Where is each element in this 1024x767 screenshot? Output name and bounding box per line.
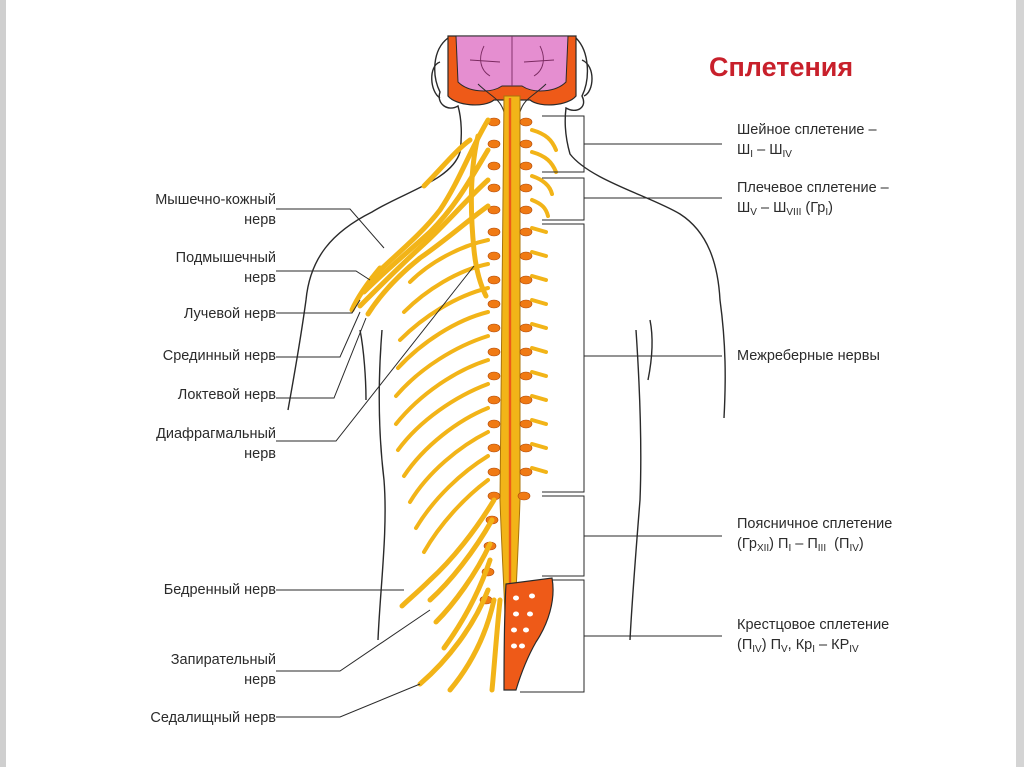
label-line: Крестцовое сплетение <box>737 615 889 635</box>
seg-letter: (П <box>737 637 752 653</box>
seg-letter: (П <box>826 536 849 552</box>
label-line: Плечевое сплетение – <box>737 178 889 198</box>
seg-sep: – <box>757 200 773 216</box>
label-line: Подмышечный <box>176 248 276 268</box>
seg-letter: Ш <box>737 200 750 216</box>
seg-sep: – П <box>791 536 818 552</box>
label-line: ШV – ШVIII (ГрI) <box>737 198 889 223</box>
label-line: нерв <box>171 670 276 690</box>
seg-letter: ) П <box>769 536 788 552</box>
seg-index: V <box>781 644 788 655</box>
label-sciatic-nerve: Седалищный нерв <box>150 708 276 728</box>
label-line: Диафрагмальный <box>156 424 276 444</box>
label-obturator-nerve: Запирательный нерв <box>171 650 276 690</box>
seg-letter: Ш <box>769 142 782 158</box>
label-phrenic-nerve: Диафрагмальный нерв <box>156 424 276 464</box>
label-line: нерв <box>155 210 276 230</box>
label-ulnar-nerve: Локтевой нерв <box>178 385 276 405</box>
label-line: (ГрXII) ПI – ПIII (ПIV) <box>737 534 892 559</box>
label-femoral-nerve: Бедренный нерв <box>164 580 276 600</box>
sacrum <box>504 578 553 690</box>
seg-letter: (Гр <box>801 200 825 216</box>
label-line: ШI – ШIV <box>737 140 877 165</box>
seg-sep: , Кр <box>788 637 813 653</box>
seg-letter: Ш <box>773 200 786 216</box>
seg-index: VIII <box>786 207 801 218</box>
label-line: Поясничное сплетение <box>737 514 892 534</box>
seg-index: XII <box>757 543 769 554</box>
label-lumbar-plexus: Поясничное сплетение (ГрXII) ПI – ПIII (… <box>737 514 892 559</box>
seg-sep: – <box>753 142 769 158</box>
seg-index: IV <box>849 543 858 554</box>
seg-index: III <box>818 543 826 554</box>
label-line: Мышечно-кожный <box>155 190 276 210</box>
seg-index: V <box>750 207 757 218</box>
seg-index: IV <box>849 644 858 655</box>
label-line: (ПIV) ПV, КрI – КРIV <box>737 635 889 660</box>
label-line: Запирательный <box>171 650 276 670</box>
label-line: нерв <box>156 444 276 464</box>
label-cervical-plexus: Шейное сплетение – ШI – ШIV <box>737 120 877 165</box>
seg-sep: ) <box>859 536 864 552</box>
seg-letter: – КР <box>815 637 849 653</box>
label-line: Шейное сплетение – <box>737 120 877 140</box>
seg-letter: (Гр <box>737 536 757 552</box>
seg-index: IV <box>783 149 792 160</box>
label-radial-nerve: Лучевой нерв <box>184 304 276 324</box>
page-title: Сплетения <box>709 52 853 83</box>
label-intercostal-nerves: Межреберные нервы <box>737 346 880 366</box>
label-brachial-plexus: Плечевое сплетение – ШV – ШVIII (ГрI) <box>737 178 889 223</box>
label-median-nerve: Срединный нерв <box>163 346 276 366</box>
seg-sep: ) <box>828 200 833 216</box>
label-musculocutaneous-nerve: Мышечно-кожный нерв <box>155 190 276 230</box>
label-sacral-plexus: Крестцовое сплетение (ПIV) ПV, КрI – КРI… <box>737 615 889 660</box>
brachial-plexus <box>352 120 488 314</box>
label-line: нерв <box>176 268 276 288</box>
label-axillary-nerve: Подмышечный нерв <box>176 248 276 288</box>
seg-letter: ) П <box>762 637 781 653</box>
seg-letter: Ш <box>737 142 750 158</box>
seg-index: IV <box>752 644 761 655</box>
